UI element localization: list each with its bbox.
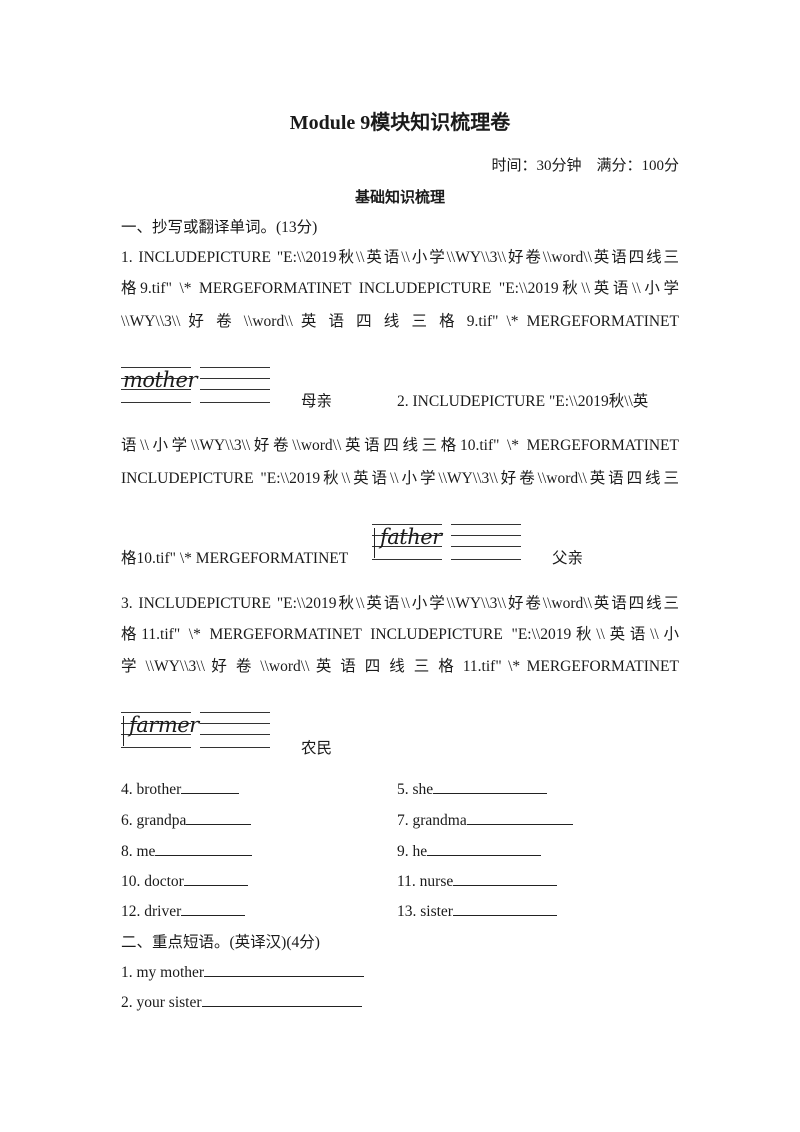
phrase-label: 2. your sister (121, 994, 202, 1011)
word-item-5: 5. she (397, 778, 548, 799)
item2-line3: INCLUDEPICTURE "E:\\2019秋\\英语\\小学\\WY\\3… (121, 470, 679, 487)
item1-blank-grid[interactable] (200, 367, 270, 403)
phrase-label: 1. my mother (121, 964, 205, 981)
time-score-info: 时间：30分钟 满分：100分 (491, 158, 679, 174)
word-item-13: 13. sister (397, 900, 557, 921)
word-item-10: 10. doctor (121, 870, 248, 891)
phrase-item-1: 1. my mother (121, 961, 365, 982)
page-title: Module 9模块知识梳理卷 (289, 112, 511, 134)
item2-meaning: 父亲 (552, 550, 584, 567)
word-item-8: 8. me (121, 840, 253, 861)
item1-line2: 格9.tif" \* MERGEFORMATINET INCLUDEPICTUR… (121, 280, 679, 297)
answer-blank[interactable] (453, 870, 558, 886)
item3-line1: 3. INCLUDEPICTURE "E:\\2019秋\\英语\\小学\\WY… (121, 595, 679, 612)
answer-blank[interactable] (181, 900, 246, 916)
answer-blank[interactable] (452, 900, 557, 916)
section2-heading: 二、重点短语。(英译汉)(4分) (121, 934, 320, 951)
item3-writing-grid: farmer (121, 712, 199, 748)
item1-line3: \\WY\\3\\ 好 卷 \\word\\ 英 语 四 线 三 格 9.tif… (121, 313, 679, 330)
word-label: 5. she (397, 781, 434, 798)
item2-handwritten-word: father (380, 525, 442, 549)
item3-line2: 格11.tif" \* MERGEFORMATINET INCLUDEPICTU… (121, 626, 679, 643)
answer-blank[interactable] (155, 840, 253, 856)
item3-line3: 学 \\WY\\3\\ 好 卷 \\word\\ 英 语 四 线 三 格 11.… (121, 658, 679, 675)
answer-blank[interactable] (183, 870, 248, 886)
item2-blank-grid[interactable] (451, 524, 521, 560)
answer-blank[interactable] (201, 991, 362, 1007)
answer-blank[interactable] (204, 961, 365, 977)
section1-heading: 一、抄写或翻译单词。(13分) (121, 219, 318, 236)
item2-line2: 语\\小学\\WY\\3\\好卷\\word\\英语四线三格10.tif" \*… (121, 437, 679, 454)
word-item-7: 7. grandma (397, 809, 573, 830)
word-label: 9. he (397, 843, 428, 860)
word-label: 12. driver (121, 903, 182, 920)
item2-line4: 格10.tif" \* MERGEFORMATINET (121, 550, 349, 567)
answer-blank[interactable] (466, 809, 573, 825)
word-label: 11. nurse (397, 873, 454, 890)
item1-line1: 1. INCLUDEPICTURE "E:\\2019秋\\英语\\小学\\WY… (121, 249, 679, 266)
word-label: 7. grandma (397, 812, 467, 829)
word-item-4: 4. brother (121, 778, 240, 799)
word-label: 6. grandpa (121, 812, 187, 829)
item3-meaning: 农民 (301, 740, 333, 757)
word-item-9: 9. he (397, 840, 542, 861)
answer-blank[interactable] (433, 778, 548, 794)
word-item-11: 11. nurse (397, 870, 558, 891)
word-item-12: 12. driver (121, 900, 246, 921)
item2-writing-grid: father (372, 524, 442, 560)
item1-handwritten-word: mother (123, 368, 198, 392)
item3-blank-grid[interactable] (200, 712, 270, 748)
item3-handwritten-word: farmer (129, 713, 199, 737)
answer-blank[interactable] (427, 840, 542, 856)
word-label: 4. brother (121, 781, 182, 798)
word-label: 8. me (121, 843, 156, 860)
answer-blank[interactable] (181, 778, 240, 794)
item2-line1: 2. INCLUDEPICTURE "E:\\2019秋\\英 (397, 393, 649, 410)
word-label: 13. sister (397, 903, 453, 920)
item1-writing-grid: mother (121, 367, 198, 403)
phrase-item-2: 2. your sister (121, 991, 362, 1012)
answer-blank[interactable] (186, 809, 252, 825)
word-item-6: 6. grandpa (121, 809, 252, 830)
word-label: 10. doctor (121, 873, 184, 890)
section-subtitle: 基础知识梳理 (354, 190, 445, 206)
item1-meaning: 母亲 (301, 393, 333, 410)
